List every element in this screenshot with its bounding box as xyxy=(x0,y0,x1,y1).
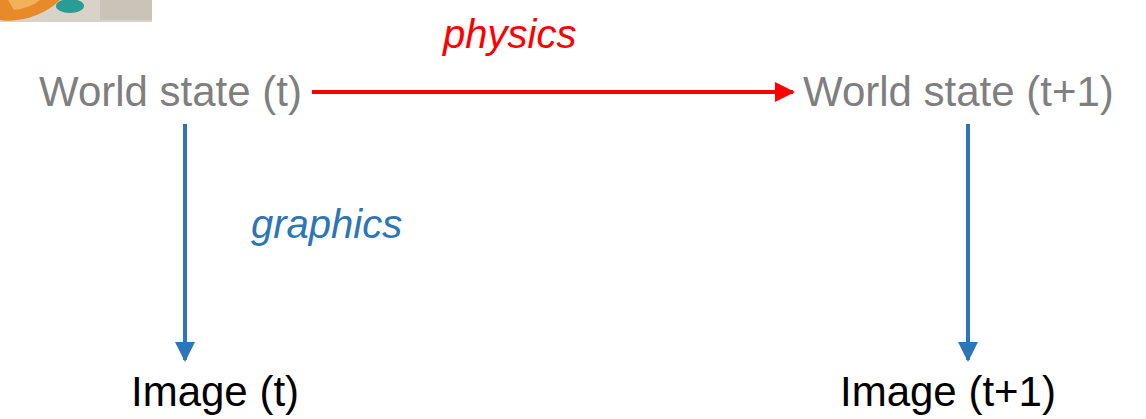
state-label: Image (t) xyxy=(127,366,303,418)
node-text: World state (t) xyxy=(39,68,302,116)
state-label: World state (t+1) xyxy=(799,66,1118,118)
photo-orange xyxy=(0,0,60,21)
photo-shadow xyxy=(100,0,152,20)
arrow-connector xyxy=(966,124,970,360)
node-text: Image (t) xyxy=(131,368,299,416)
edge-label: graphics xyxy=(248,201,405,247)
photo-teal xyxy=(56,0,84,13)
node-text: Image (t+1) xyxy=(840,368,1056,416)
edge-label: physics xyxy=(440,11,579,57)
photo-highlight xyxy=(8,0,40,10)
photo-ground xyxy=(0,0,152,22)
state-label: World state (t) xyxy=(35,66,306,118)
arrow-connector xyxy=(312,90,793,94)
state-label: Image (t+1) xyxy=(836,366,1060,418)
node-text: World state (t+1) xyxy=(803,68,1114,116)
arrow-connector xyxy=(183,124,187,360)
